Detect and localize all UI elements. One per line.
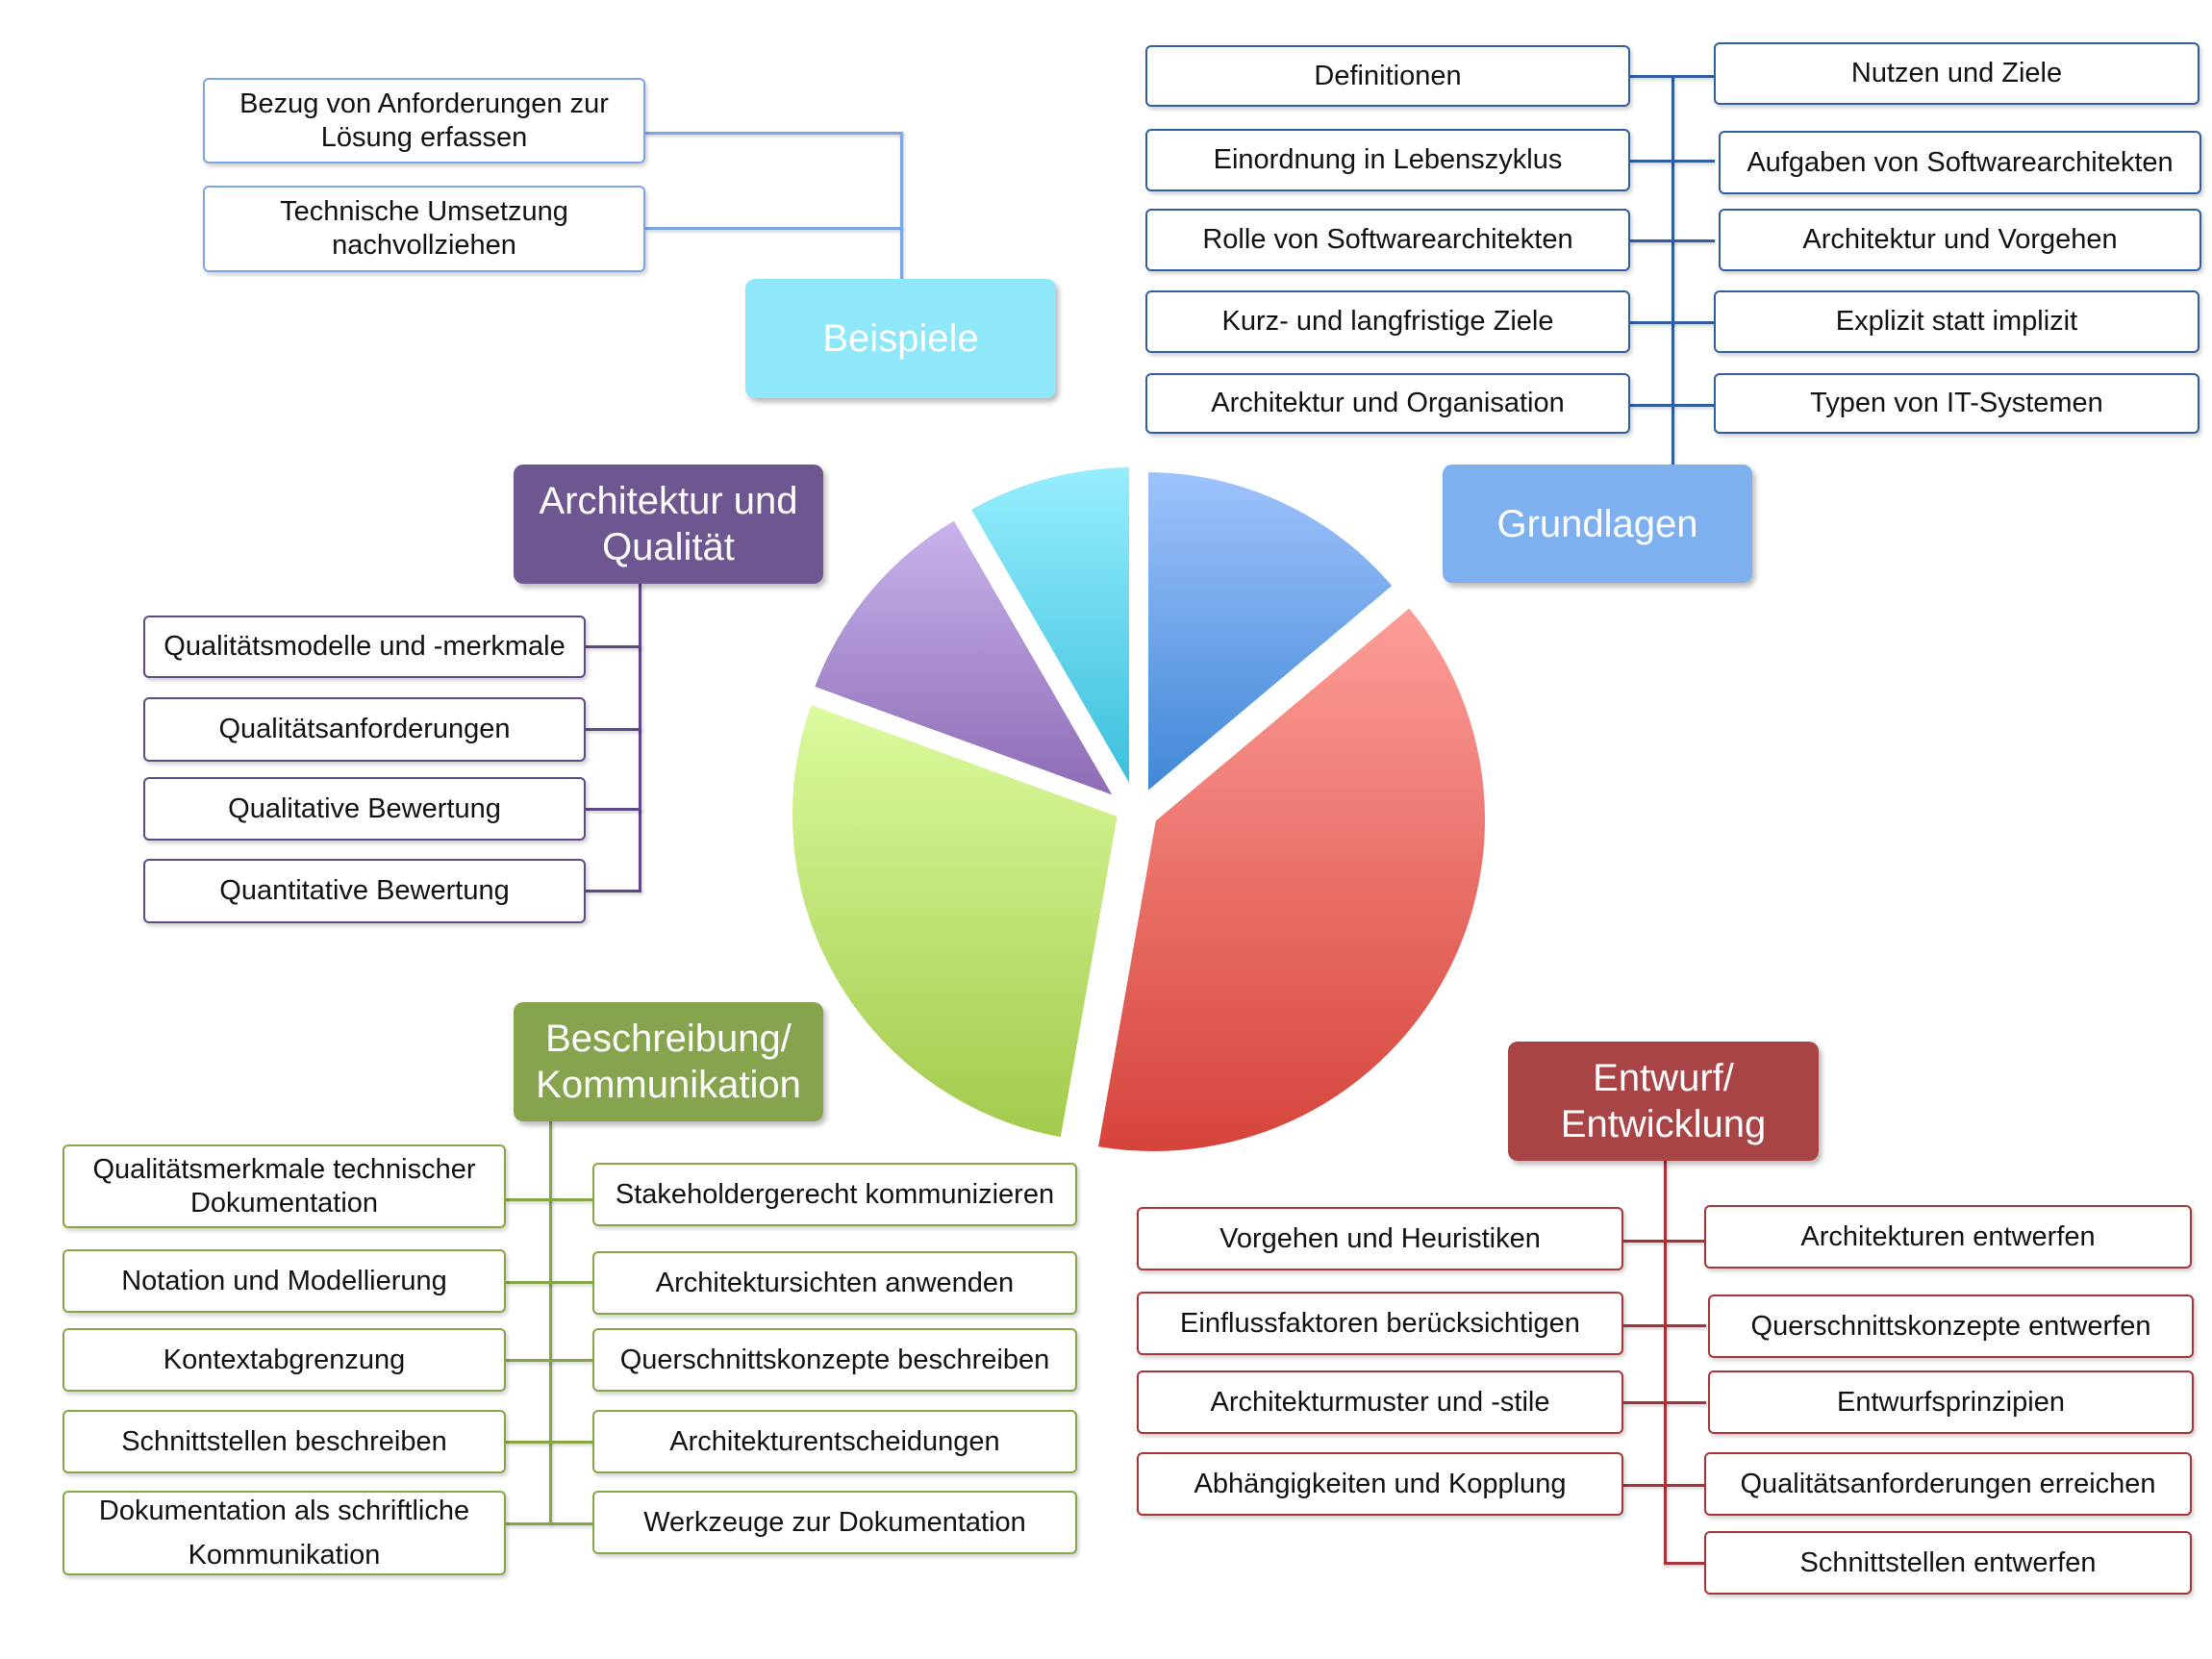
beispiele-item: Technische Umsetzung nachvollziehen (203, 186, 645, 272)
beispiele-header: Beispiele (745, 279, 1056, 398)
connector-line (1630, 321, 1715, 324)
pie-slice-grundlagen (1143, 465, 1400, 803)
grundlagen-item: Rolle von Softwarearchitekten (1145, 209, 1630, 271)
entwurf-item: Querschnittskonzepte entwerfen (1708, 1295, 2194, 1358)
connector-line (900, 132, 903, 281)
beschreibung-item: Qualitätsmerkmale technischer Dokumentat… (63, 1144, 506, 1228)
grundlagen-item: Explizit statt implizit (1714, 290, 2199, 353)
entwurf-item: Architekturen entwerfen (1704, 1205, 2192, 1269)
connector-line (1630, 160, 1715, 163)
beschreibung-item: Notation und Modellierung (63, 1249, 506, 1313)
connector-line (645, 227, 903, 230)
entwurf-item: Architekturmuster und -stile (1137, 1370, 1623, 1434)
connector-line (506, 1522, 592, 1525)
beschreibung-item: Kontextabgrenzung (63, 1328, 506, 1392)
qualitaet-header: Architektur und Qualität (514, 465, 823, 584)
entwurf-header: Entwurf/ Entwicklung (1508, 1042, 1819, 1161)
grundlagen-header: Grundlagen (1443, 465, 1752, 583)
grundlagen-item: Nutzen und Ziele (1714, 42, 2199, 105)
pie-slice-beispiele (963, 461, 1135, 805)
grundlagen-item: Architektur und Organisation (1145, 373, 1630, 434)
connector-line (1623, 1401, 1706, 1404)
connector-line (1630, 239, 1715, 242)
connector-line (586, 890, 641, 892)
entwurf-item: Einflussfaktoren berücksichtigen (1137, 1292, 1623, 1355)
beschreibung-item: Werkzeuge zur Dokumentation (592, 1491, 1077, 1554)
beispiele-item: Bezug von Anforderungen zur Lösung erfas… (203, 78, 645, 163)
connector-line (506, 1359, 592, 1362)
grundlagen-item: Kurz- und langfristige Ziele (1145, 290, 1630, 353)
entwurf-item: Abhängigkeiten und Kopplung (1137, 1452, 1623, 1516)
pie-slice-beschreibung-kommunikation (787, 697, 1124, 1144)
connector-line (1623, 1240, 1706, 1243)
entwurf-item: Schnittstellen entwerfen (1704, 1531, 2192, 1595)
connector-line (1664, 1562, 1706, 1565)
connector-line (645, 132, 903, 135)
connector-line (1664, 1161, 1667, 1565)
beschreibung-item: Querschnittskonzepte beschreiben (592, 1328, 1077, 1392)
connector-line (506, 1441, 592, 1444)
connector-line (1630, 75, 1715, 78)
entwurf-item: Entwurfsprinzipien (1708, 1370, 2194, 1434)
grundlagen-item: Einordnung in Lebenszyklus (1145, 129, 1630, 191)
grundlagen-item: Aufgaben von Softwarearchitekten (1719, 131, 2201, 194)
grundlagen-item: Architektur und Vorgehen (1719, 209, 2201, 271)
connector-line (1672, 75, 1674, 466)
beschreibung-item: Schnittstellen beschreiben (63, 1410, 506, 1473)
qualitaet-item: Qualitative Bewertung (143, 777, 586, 841)
pie-slice-architektur-und-qualität (807, 513, 1125, 806)
grundlagen-item: Definitionen (1145, 45, 1630, 107)
beschreibung-item: Stakeholdergerecht kommunizieren (592, 1163, 1077, 1226)
connector-line (549, 1121, 552, 1524)
qualitaet-item: Quantitative Bewertung (143, 859, 586, 923)
connector-line (1623, 1324, 1706, 1327)
qualitaet-item: Qualitätsanforderungen (143, 697, 586, 762)
beschreibung-item: Architektursichten anwenden (592, 1251, 1077, 1315)
connector-line (586, 645, 641, 648)
entwurf-item: Vorgehen und Heuristiken (1137, 1207, 1623, 1270)
grundlagen-item: Typen von IT-Systemen (1714, 373, 2199, 434)
connector-line (506, 1198, 592, 1201)
connector-line (639, 584, 641, 892)
beschreibung-item: Dokumentation als schriftliche Kommunika… (63, 1491, 506, 1575)
beschreibung-header: Beschreibung/ Kommunikation (514, 1002, 823, 1121)
connector-line (506, 1281, 592, 1284)
connector-line (586, 728, 641, 731)
connector-line (586, 808, 641, 811)
beschreibung-item: Architekturentscheidungen (592, 1410, 1077, 1473)
connector-line (1630, 404, 1715, 407)
entwurf-item: Qualitätsanforderungen erreichen (1704, 1452, 2192, 1516)
pie-slice-entwurf-entwicklung (1092, 600, 1491, 1157)
connector-line (1623, 1484, 1706, 1487)
qualitaet-item: Qualitätsmodelle und -merkmale (143, 616, 586, 678)
